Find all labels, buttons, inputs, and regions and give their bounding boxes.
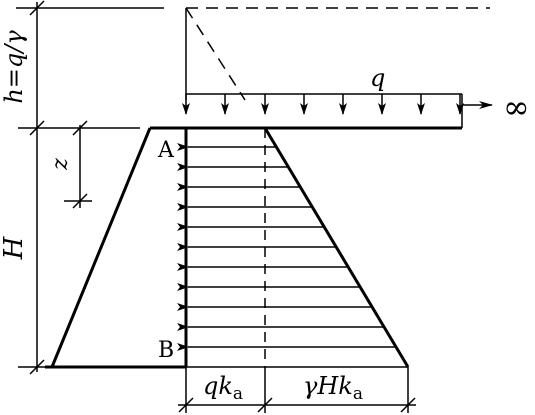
z-dimension xyxy=(64,120,92,209)
h-bottom-tick xyxy=(29,120,45,136)
h-top-tick xyxy=(29,0,45,16)
equivalent-pressure-dashed-line xyxy=(185,7,246,101)
equivalent-height-construction xyxy=(185,7,490,101)
dim-tick-right xyxy=(400,397,416,413)
pressure-arrow-set xyxy=(177,143,396,351)
infinity-label: ∞ xyxy=(503,88,530,126)
dim-tick-left xyxy=(178,397,194,413)
surcharge-load xyxy=(182,93,493,130)
z-depth-label: z xyxy=(48,158,73,171)
triangular-pressure-boundary xyxy=(263,127,410,368)
z-top-tick xyxy=(72,120,88,136)
point-B-label: B xyxy=(158,338,174,363)
surcharge-arrow-set xyxy=(182,94,464,115)
pressure-diagram xyxy=(177,127,410,368)
uniform-pressure-qka-label: qka xyxy=(203,372,243,404)
H-bottom-tick xyxy=(29,359,45,375)
H-height-label: H xyxy=(0,235,29,260)
surcharge-q-label: q xyxy=(370,64,385,92)
dim-tick-middle xyxy=(257,397,273,413)
wall-sloped-face xyxy=(50,127,152,368)
bottom-dimensions xyxy=(178,367,416,413)
left-dimension-lines xyxy=(16,0,164,375)
point-A-label: A xyxy=(157,138,175,163)
h-equals-q-over-gamma-label: h=q/γ xyxy=(0,30,28,104)
triangular-pressure-gHka-label: γHka xyxy=(303,372,363,404)
